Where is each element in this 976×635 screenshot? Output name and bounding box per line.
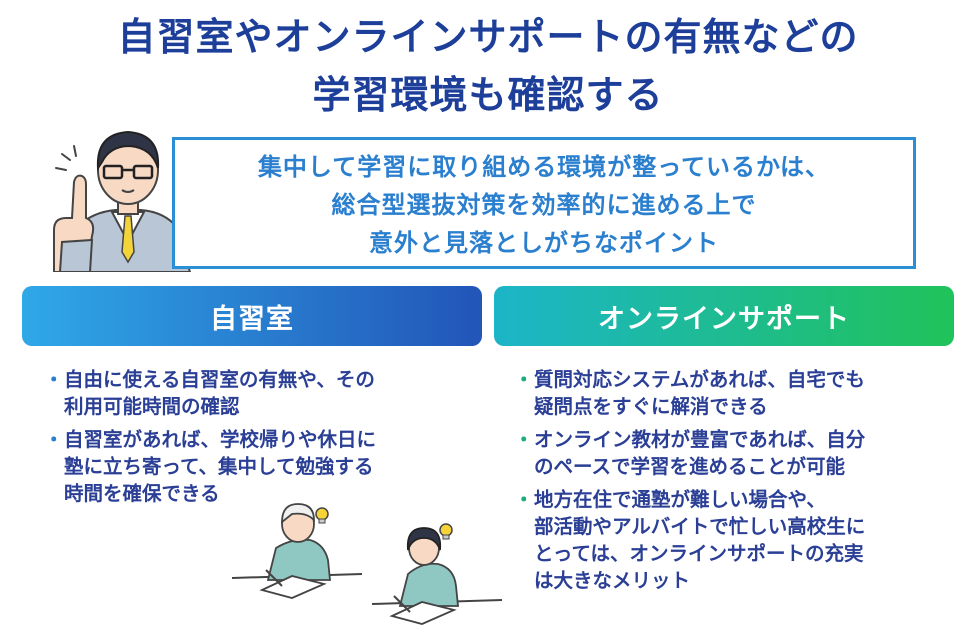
bullet-marker: ・ bbox=[514, 488, 534, 511]
teacher-illustration bbox=[53, 130, 192, 272]
callout-line3: 意外と見落としがちなポイント bbox=[369, 229, 719, 257]
bullet-marker: ・ bbox=[514, 368, 534, 391]
bullet-marker: ・ bbox=[514, 428, 534, 451]
lightbulb-icon bbox=[439, 523, 453, 540]
sparkle-icon bbox=[55, 145, 77, 171]
list-item-line: 疑問点をすぐに解消できる bbox=[534, 395, 768, 418]
online-support-list: ・ 質問対応システムがあれば、自宅でも 疑問点をすぐに解消できる ・ オンライン… bbox=[514, 366, 954, 600]
list-item: ・ 自習室があれば、学校帰りや休日に 塾に立ち寄って、集中して勉強する 時間を確… bbox=[44, 426, 444, 507]
list-item-line: 部活動やアルバイトで忙しい高校生に bbox=[534, 515, 866, 538]
bullet-marker: ・ bbox=[44, 428, 64, 451]
list-item-line: 時間を確保できる bbox=[64, 482, 220, 505]
list-item-line: 塾に立ち寄って、集中して勉強する bbox=[64, 455, 374, 478]
list-item-line: とっては、オンラインサポートの充実 bbox=[534, 542, 864, 565]
online-support-heading: オンラインサポート bbox=[494, 286, 954, 346]
list-item-line: のペースで学習を進めることが可能 bbox=[534, 455, 846, 478]
list-item: ・ 質問対応システムがあれば、自宅でも 疑問点をすぐに解消できる bbox=[514, 366, 954, 420]
list-item-line: 質問対応システムがあれば、自宅でも bbox=[534, 368, 865, 391]
page-title-line1: 自習室やオンラインサポートの有無などの bbox=[117, 15, 859, 59]
list-item-line: オンライン教材が豊富であれば、自分 bbox=[534, 428, 866, 451]
self-study-room-list: ・ 自由に使える自習室の有無や、その 利用可能時間の確認 ・ 自習室があれば、学… bbox=[44, 366, 444, 513]
page-title-line2: 学習環境も確認する bbox=[312, 73, 664, 117]
list-item-line: 利用可能時間の確認 bbox=[64, 395, 240, 418]
list-item: ・ 自由に使える自習室の有無や、その 利用可能時間の確認 bbox=[44, 366, 444, 420]
list-item: ・ オンライン教材が豊富であれば、自分 のペースで学習を進めることが可能 bbox=[514, 426, 954, 480]
list-item-line: 自由に使える自習室の有無や、その bbox=[64, 368, 375, 391]
bullet-marker: ・ bbox=[44, 368, 64, 391]
students-studying-illustration bbox=[232, 503, 502, 625]
student-girl bbox=[389, 527, 459, 625]
self-study-room-heading: 自習室 bbox=[22, 286, 482, 346]
list-item-line: は大きなメリット bbox=[534, 569, 691, 592]
callout-line2: 総合型選抜対策を効率的に進める上で bbox=[331, 191, 757, 219]
lightbulb-icon bbox=[315, 507, 329, 524]
callout-box: 集中して学習に取り組める環境が整っているかは、 総合型選抜対策を効率的に進める上… bbox=[172, 137, 916, 269]
list-item-line: 自習室があれば、学校帰りや休日に bbox=[64, 428, 377, 451]
callout-line1: 集中して学習に取り組める環境が整っているかは、 bbox=[257, 153, 831, 181]
student-boy bbox=[259, 503, 331, 599]
list-item: ・ 地方在住で通塾が難しい場合や、 部活動やアルバイトで忙しい高校生に とっては… bbox=[514, 486, 954, 594]
list-item-line: 地方在住で通塾が難しい場合や、 bbox=[534, 488, 826, 511]
